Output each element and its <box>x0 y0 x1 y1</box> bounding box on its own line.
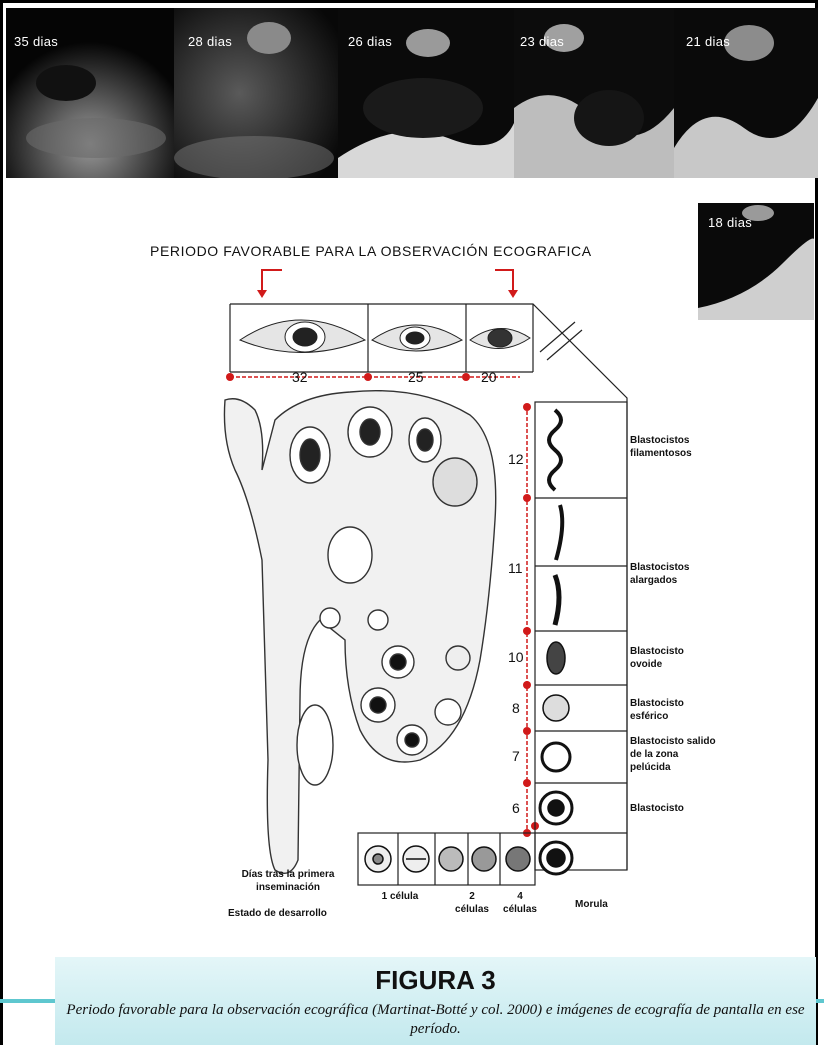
stage-label: Blastocisto ovoide <box>630 645 710 671</box>
figure-title: FIGURA 3 <box>55 965 816 996</box>
cell-stage-label: 1 célula <box>380 890 420 903</box>
cell-stage-label: 4 células <box>500 890 540 916</box>
side-day-markers <box>523 403 539 837</box>
figure-caption: Periodo favorable para la observación ec… <box>65 1001 806 1039</box>
stage-embryos <box>540 410 572 874</box>
cell-stage-embryos <box>365 846 530 872</box>
day-number-top: 32 <box>292 369 308 385</box>
day-number-side: 10 <box>508 649 524 665</box>
stage-label: Blastocisto <box>630 802 710 815</box>
period-arrows <box>262 270 513 292</box>
stage-label: Blastocistos alargados <box>630 561 710 587</box>
cell-stage-label: Morula <box>575 898 608 911</box>
day-number-side: 7 <box>512 748 520 764</box>
development-stage-label: Estado de desarrollo <box>228 907 327 920</box>
caption-divider-left <box>0 999 55 1003</box>
day-number-side: 12 <box>508 451 524 467</box>
uterus-sketch <box>224 391 495 874</box>
stage-label: Blastocistos filamentosos <box>630 434 710 460</box>
days-after-insemination-label: Días tras la primera inseminación <box>218 868 358 894</box>
day-number-side: 11 <box>508 560 523 576</box>
stage-label: Blastocisto esférico <box>630 697 710 723</box>
top-embryos <box>240 320 530 353</box>
caption-box: FIGURA 3 Periodo favorable para la obser… <box>55 957 816 1045</box>
day-number-top: 20 <box>481 369 497 385</box>
caption-divider-right <box>816 999 824 1003</box>
arrow-heads <box>257 290 518 298</box>
day-number-top: 25 <box>408 369 424 385</box>
cell-stage-label: 2 células <box>452 890 492 916</box>
stage-label: Blastocisto salido de la zona pelúcida <box>630 735 718 774</box>
day-number-side: 8 <box>512 700 520 716</box>
day-number-side: 6 <box>512 800 520 816</box>
